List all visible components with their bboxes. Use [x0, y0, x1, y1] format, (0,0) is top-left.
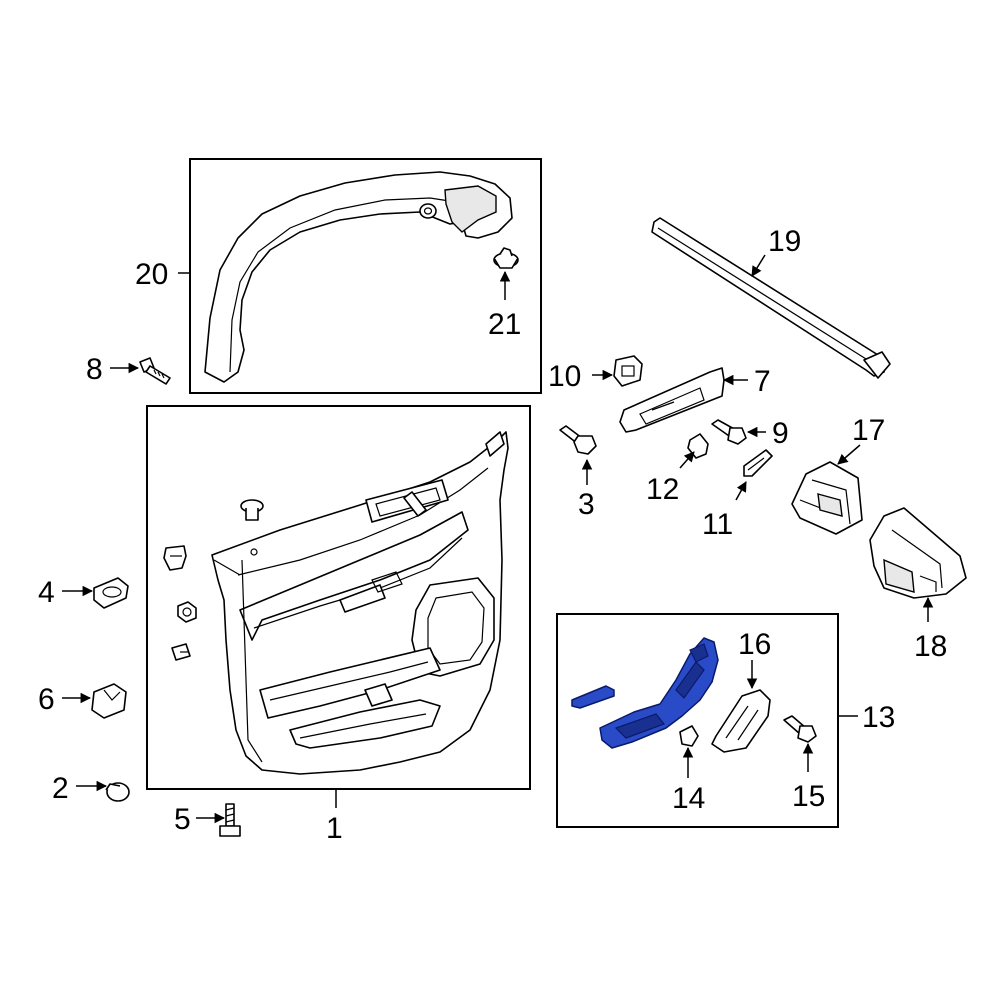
small-trim-piece-13[interactable]: [571, 685, 615, 709]
panel-retainer-fastener[interactable]: [171, 643, 191, 661]
screw-part-15[interactable]: [783, 715, 817, 743]
callout-14: 14: [672, 782, 705, 815]
callout-1: 1: [326, 812, 343, 845]
callout-8: 8: [86, 353, 103, 386]
clip-part-4[interactable]: [93, 577, 129, 609]
callout-11: 11: [702, 508, 733, 541]
callout-2: 2: [52, 772, 69, 805]
callout-7: 7: [754, 365, 771, 398]
callout-6: 6: [38, 683, 55, 716]
panel-pin-fastener[interactable]: [240, 499, 264, 521]
leader-17: [837, 444, 861, 465]
callout-13: 13: [862, 701, 895, 734]
screw-part-9[interactable]: [711, 419, 747, 445]
leader-19: [751, 254, 766, 277]
push-pin-part-21[interactable]: [493, 247, 519, 269]
pillar-trim-part-20[interactable]: [204, 171, 513, 383]
rivet-part-2[interactable]: [105, 782, 130, 802]
callout-12: 12: [646, 473, 679, 506]
bolt-part-3[interactable]: [559, 425, 597, 455]
weatherstrip-part-19[interactable]: [651, 217, 891, 379]
panel-clip-fastener[interactable]: [163, 545, 187, 571]
callout-20: 20: [135, 258, 168, 291]
switch-part-17[interactable]: [791, 461, 863, 535]
group-box-20: [189, 158, 542, 394]
callout-15: 15: [792, 780, 825, 813]
leader-11: [735, 481, 747, 501]
nut-part-6[interactable]: [91, 683, 127, 719]
callout-18: 18: [914, 630, 947, 663]
group-box-1: [146, 405, 531, 790]
switch-housing-part-18[interactable]: [869, 507, 967, 599]
callout-17: 17: [852, 414, 885, 447]
callout-10: 10: [548, 360, 581, 393]
callout-19: 19: [768, 225, 801, 258]
handle-bezel-part-7[interactable]: [619, 367, 725, 433]
clip-part-14[interactable]: [679, 725, 699, 747]
callout-9: 9: [772, 417, 789, 450]
callout-5: 5: [174, 803, 191, 836]
callout-16: 16: [738, 628, 771, 661]
bracket-part-11[interactable]: [743, 449, 773, 477]
bolt-part-5[interactable]: [219, 803, 241, 837]
callout-3: 3: [578, 488, 595, 521]
callout-4: 4: [38, 576, 55, 609]
armrest-bracket-highlighted[interactable]: [599, 637, 719, 749]
switch-part-16[interactable]: [711, 689, 771, 753]
leader-12: [679, 451, 695, 469]
door-trim-panel-part-1[interactable]: [211, 431, 509, 775]
bolt-part-8[interactable]: [139, 357, 171, 385]
panel-nut-fastener[interactable]: [177, 601, 197, 623]
clip-part-10[interactable]: [613, 355, 643, 387]
group-box-13: [556, 613, 839, 828]
callout-21: 21: [488, 308, 521, 341]
